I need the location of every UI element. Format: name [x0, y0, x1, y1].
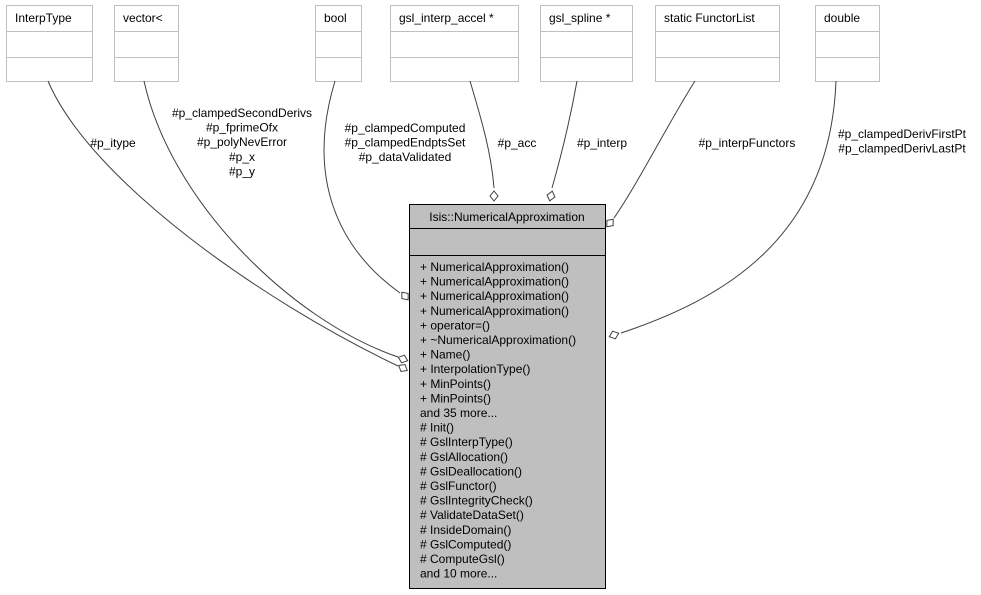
- edge-label-vector: #p_fprimeOfx: [206, 121, 278, 135]
- edge-label-double: #p_clampedDerivFirstPt: [838, 127, 967, 141]
- association-edge-double: [620, 80, 837, 334]
- protected-method: # GslIntegrityCheck(): [420, 494, 533, 508]
- protected-method: # InsideDomain(): [420, 523, 511, 537]
- association-edge-vector: [143, 80, 399, 358]
- public-method: + InterpolationType(): [420, 362, 530, 376]
- type-box-label: gsl_spline *: [549, 11, 611, 25]
- type-box-label: bool: [324, 11, 347, 25]
- type-box-spline[interactable]: gsl_spline *: [540, 5, 633, 82]
- association-edge-spline: [551, 80, 578, 189]
- type-box-bool[interactable]: bool: [315, 5, 362, 82]
- aggregation-diamond-spline: [546, 190, 556, 202]
- type-box-frame: [6, 5, 93, 82]
- protected-method: # GslComputed(): [420, 537, 511, 551]
- protected-method: and 10 more...: [420, 567, 497, 581]
- type-box-label: static FunctorList: [664, 11, 755, 25]
- public-method: + MinPoints(): [420, 391, 491, 405]
- protected-method: # Init(): [420, 421, 454, 435]
- protected-method: # GslInterpType(): [420, 435, 513, 449]
- main-class-title: Isis::NumericalApproximation: [429, 210, 584, 224]
- main-class-box[interactable]: Isis::NumericalApproximation+ NumericalA…: [409, 204, 606, 589]
- protected-method: # GslAllocation(): [420, 450, 508, 464]
- edge-label-functorlist: #p_interpFunctors: [699, 136, 796, 150]
- edge-label-bool: #p_clampedComputed: [345, 121, 466, 135]
- aggregation-diamond-vector: [397, 354, 409, 364]
- type-box-frame: [114, 5, 179, 82]
- type-box-accel[interactable]: gsl_interp_accel *: [390, 5, 519, 82]
- edge-label-vector: #p_polyNevError: [197, 135, 287, 149]
- type-box-frame: [390, 5, 519, 82]
- edge-label-double: #p_clampedDerivLastPt: [838, 142, 966, 156]
- edge-label-bool: #p_dataValidated: [359, 150, 452, 164]
- edge-label-vector: #p_x: [229, 150, 255, 164]
- type-box-label: gsl_interp_accel *: [399, 11, 494, 25]
- type-box-frame: [315, 5, 362, 82]
- type-box-frame: [655, 5, 780, 82]
- public-method: + Name(): [420, 348, 470, 362]
- protected-method: # GslFunctor(): [420, 479, 497, 493]
- type-box-frame: [815, 5, 880, 82]
- type-box-label: double: [824, 11, 860, 25]
- type-box-label: vector<: [123, 11, 163, 25]
- association-edge-interptype: [47, 80, 399, 367]
- protected-method: # ComputeGsl(): [420, 552, 505, 566]
- edge-label-bool: #p_clampedEndptsSet: [345, 136, 466, 150]
- edge-label-accel: #p_acc: [498, 136, 537, 150]
- type-box-functorlist[interactable]: static FunctorList: [655, 5, 780, 82]
- type-box-interptype[interactable]: InterpType: [6, 5, 93, 82]
- association-edge-accel: [469, 80, 495, 189]
- aggregation-diamond-functorlist: [606, 218, 614, 228]
- public-method: and 35 more...: [420, 406, 497, 420]
- edge-label-vector: #p_y: [229, 164, 255, 178]
- main-class-frame: [409, 204, 606, 589]
- edge-label-vector: #p_clampedSecondDerivs: [172, 106, 312, 120]
- type-box-label: InterpType: [15, 11, 72, 25]
- aggregation-diamond-accel: [489, 190, 499, 202]
- public-method: + MinPoints(): [420, 377, 491, 391]
- aggregation-diamond-interptype: [398, 363, 408, 373]
- public-method: + NumericalApproximation(): [420, 260, 569, 274]
- public-method: + operator=(): [420, 318, 490, 332]
- protected-method: # ValidateDataSet(): [420, 508, 524, 522]
- public-method: + NumericalApproximation(): [420, 275, 569, 289]
- type-box-vector[interactable]: vector<: [114, 5, 179, 82]
- aggregation-diamond-double: [608, 330, 620, 340]
- association-edge-bool: [323, 80, 401, 294]
- type-box-double[interactable]: double: [815, 5, 880, 82]
- type-box-frame: [540, 5, 633, 82]
- association-edge-functorlist: [613, 80, 696, 219]
- edge-label-interptype: #p_itype: [90, 136, 136, 150]
- edge-label-spline: #p_interp: [577, 136, 627, 150]
- public-method: + ~NumericalApproximation(): [420, 333, 576, 347]
- aggregation-diamond-bool: [401, 291, 409, 301]
- public-method: + NumericalApproximation(): [420, 304, 569, 318]
- protected-method: # GslDeallocation(): [420, 464, 522, 478]
- public-method: + NumericalApproximation(): [420, 289, 569, 303]
